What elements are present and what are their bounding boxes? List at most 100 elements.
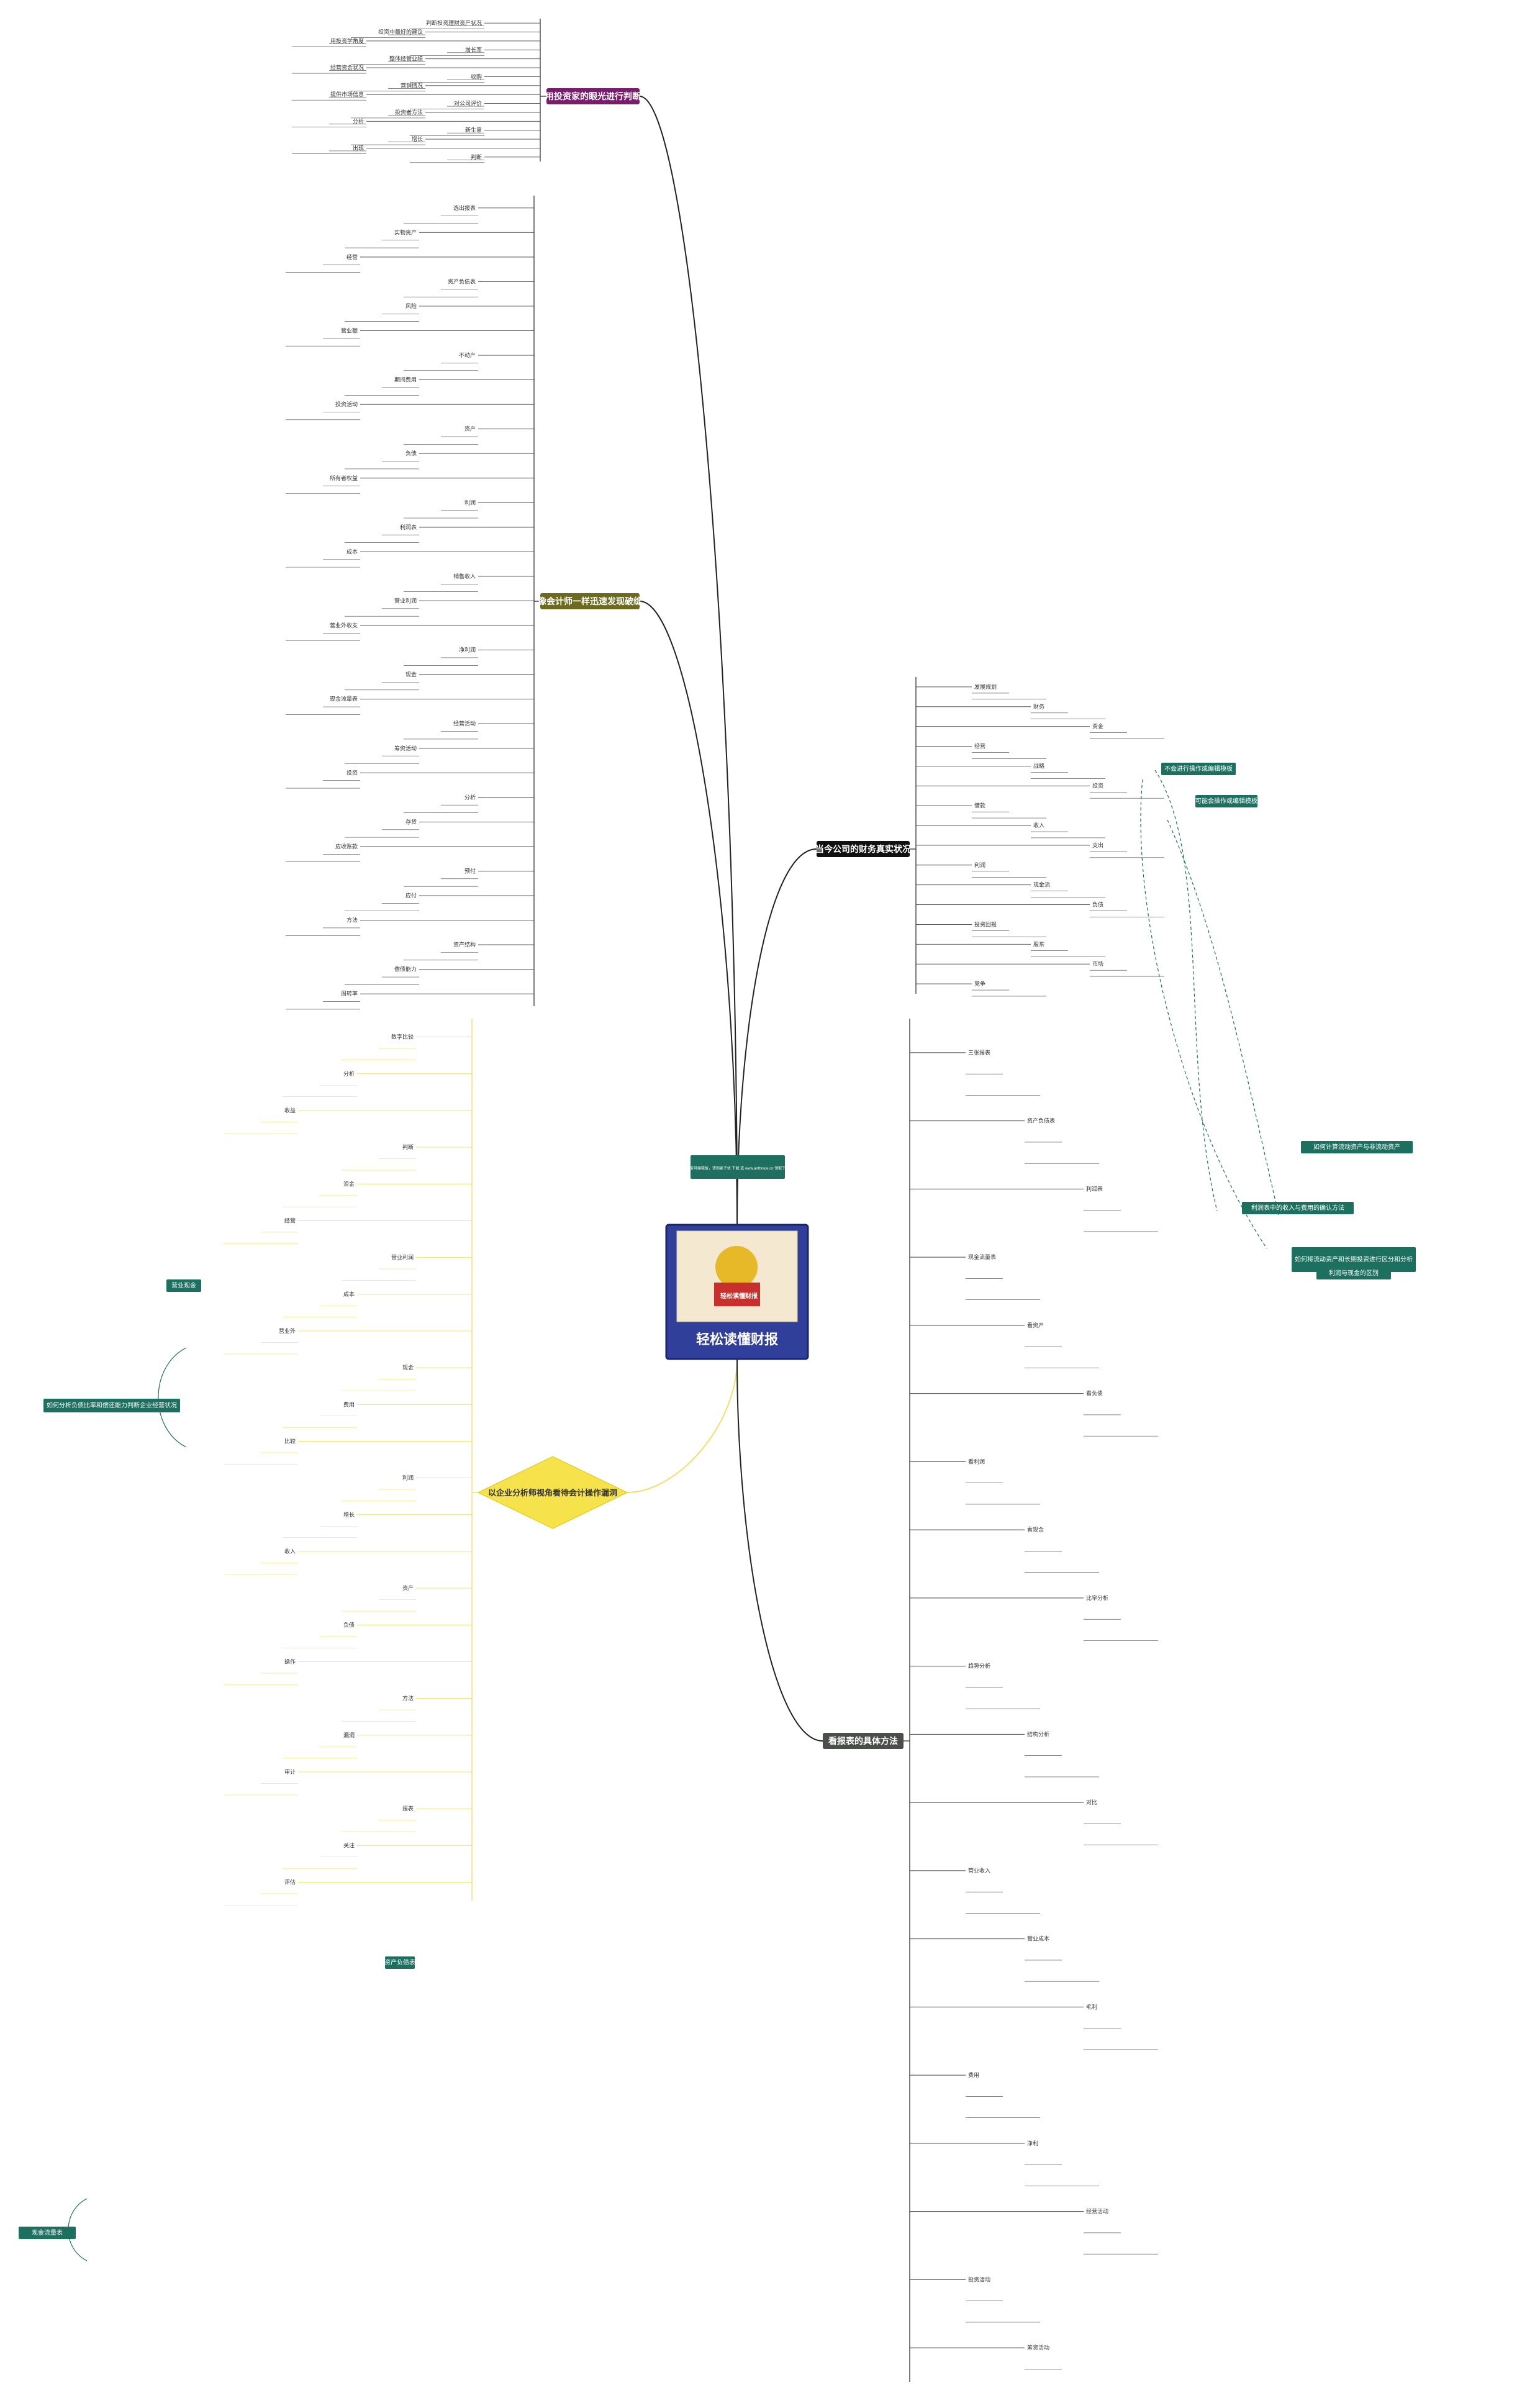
- branch-b4[interactable]: 以企业分析师视角看待会计操作漏洞: [477, 1456, 628, 1529]
- leaf-node[interactable]: 借款: [974, 802, 985, 809]
- note-callout[interactable]: 不会进行操作或编辑模板: [1161, 763, 1236, 775]
- leaf-node[interactable]: 现金流: [1033, 881, 1050, 888]
- leaf-node[interactable]: 现金: [402, 1364, 414, 1371]
- leaf-node[interactable]: 筹资活动: [1027, 2344, 1049, 2351]
- leaf-node[interactable]: 营业成本: [1027, 1935, 1049, 1942]
- note-callout[interactable]: 利润与现金的区别: [1316, 1267, 1391, 1279]
- leaf-node[interactable]: 增长率: [465, 46, 482, 53]
- leaf-node[interactable]: 判断: [471, 153, 482, 160]
- leaf-node[interactable]: 存货: [405, 818, 417, 825]
- leaf-node[interactable]: 收入: [1033, 822, 1044, 829]
- leaf-node[interactable]: 经营: [974, 743, 985, 750]
- leaf-node[interactable]: 净利: [1027, 2140, 1038, 2146]
- leaf-node[interactable]: 方法: [402, 1695, 414, 1702]
- leaf-node[interactable]: 负债: [1092, 901, 1103, 908]
- leaf-node[interactable]: 漏洞: [343, 1732, 355, 1738]
- leaf-node[interactable]: 现金流量表: [330, 696, 358, 702]
- leaf-node[interactable]: 市场: [1092, 960, 1103, 967]
- branch-b2[interactable]: 像会计师一样迅速发现破绽: [538, 593, 643, 609]
- leaf-node[interactable]: 预付: [464, 868, 476, 874]
- leaf-node[interactable]: 操作: [284, 1658, 296, 1665]
- leaf-node[interactable]: 三张报表: [968, 1049, 990, 1056]
- leaf-node[interactable]: 现金: [405, 671, 417, 678]
- leaf-node[interactable]: 投资活动: [335, 401, 358, 407]
- leaf-node[interactable]: 数字比较: [391, 1034, 414, 1040]
- leaf-node[interactable]: 营业额: [341, 327, 358, 334]
- leaf-node[interactable]: 看现金: [1027, 1526, 1044, 1533]
- leaf-node[interactable]: 方法: [346, 917, 358, 924]
- leaf-node[interactable]: 负债: [343, 1621, 355, 1628]
- note-callout[interactable]: 营业现金: [166, 1279, 201, 1292]
- leaf-node[interactable]: 资产: [464, 425, 476, 432]
- leaf-node[interactable]: 看资产: [1027, 1322, 1044, 1329]
- leaf-node[interactable]: 投资: [1092, 782, 1103, 789]
- leaf-node[interactable]: 所有者权益: [330, 475, 358, 481]
- note-callout[interactable]: 现金流量表: [19, 2227, 76, 2239]
- note-callout[interactable]: 如何将流动资产和长期投资进行区分和分析: [1292, 1247, 1416, 1272]
- leaf-node[interactable]: 应收账款: [335, 843, 358, 850]
- leaf-node[interactable]: 投资活动: [968, 2276, 990, 2283]
- leaf-node[interactable]: 经营活动: [1086, 2208, 1108, 2215]
- leaf-node[interactable]: 收购: [471, 73, 482, 80]
- leaf-node[interactable]: 经营活动: [453, 720, 476, 727]
- leaf-node[interactable]: 趋势分析: [968, 1663, 990, 1670]
- leaf-node[interactable]: 营销情况: [401, 82, 423, 89]
- leaf-node[interactable]: 利润: [974, 861, 985, 868]
- leaf-node[interactable]: 对公司评价: [454, 100, 482, 107]
- leaf-node[interactable]: 收入: [284, 1548, 296, 1555]
- note-callout[interactable]: 如何计算流动资产与非流动资产: [1301, 1141, 1413, 1153]
- leaf-node[interactable]: 用投资学角度: [330, 37, 364, 44]
- leaf-node[interactable]: 结构分析: [1027, 1730, 1049, 1737]
- leaf-node[interactable]: 经营: [284, 1217, 296, 1224]
- leaf-node[interactable]: 新生意: [465, 127, 482, 134]
- leaf-node[interactable]: 比较: [284, 1437, 296, 1444]
- leaf-node[interactable]: 现金流量表: [968, 1253, 996, 1260]
- leaf-node[interactable]: 竞争: [974, 980, 985, 987]
- leaf-node[interactable]: 资产负债表: [1027, 1117, 1055, 1124]
- leaf-node[interactable]: 费用: [343, 1401, 355, 1407]
- leaf-node[interactable]: 周转率: [341, 990, 358, 997]
- leaf-node[interactable]: 比率分析: [1086, 1594, 1108, 1601]
- leaf-node[interactable]: 营业收入: [968, 1867, 990, 1874]
- note-callout[interactable]: 资产负债表: [384, 1956, 415, 1969]
- leaf-node[interactable]: 销售收入: [453, 573, 476, 579]
- note-callout[interactable]: 如何分析负债比率和偿还能力判断企业经营状况: [43, 1399, 180, 1412]
- branch-b1[interactable]: 用投资家的眼光进行判断: [545, 88, 641, 104]
- leaf-node[interactable]: 判断: [402, 1143, 414, 1150]
- leaf-node[interactable]: 整体经营业绩: [389, 55, 423, 62]
- leaf-node[interactable]: 营业利润: [394, 597, 417, 604]
- leaf-node[interactable]: 资产: [402, 1584, 414, 1591]
- leaf-node[interactable]: 看利润: [968, 1458, 985, 1465]
- leaf-node[interactable]: 发展规划: [974, 683, 997, 690]
- leaf-node[interactable]: 投资中最好的建议: [378, 29, 423, 35]
- leaf-node[interactable]: 投资回报: [974, 920, 997, 927]
- leaf-node[interactable]: 经营资金状况: [330, 64, 364, 71]
- leaf-node[interactable]: 筹资活动: [394, 745, 417, 752]
- leaf-node[interactable]: 增长: [343, 1511, 355, 1518]
- branch-b5[interactable]: 看报表的具体方法: [823, 1733, 904, 1749]
- leaf-node[interactable]: 利润表: [1086, 1185, 1103, 1192]
- leaf-node[interactable]: 分析: [343, 1070, 355, 1077]
- leaf-node[interactable]: 出现: [353, 144, 364, 151]
- leaf-node[interactable]: 提供市场信息: [330, 91, 364, 98]
- leaf-node[interactable]: 经营: [346, 253, 358, 260]
- leaf-node[interactable]: 偿债能力: [394, 966, 417, 973]
- leaf-node[interactable]: 资产结构: [453, 941, 476, 948]
- leaf-node[interactable]: 对比: [1086, 1799, 1097, 1806]
- leaf-node[interactable]: 营业外收支: [330, 622, 358, 629]
- leaf-node[interactable]: 股东: [1033, 940, 1044, 947]
- leaf-node[interactable]: 利润: [402, 1474, 414, 1481]
- leaf-node[interactable]: 利润: [464, 499, 476, 506]
- note-callout[interactable]: 利润表中的收入与费用的确认方法: [1242, 1202, 1354, 1214]
- leaf-node[interactable]: 报表: [402, 1805, 414, 1812]
- leaf-node[interactable]: 成本: [346, 548, 358, 555]
- leaf-node[interactable]: 支出: [1092, 842, 1103, 848]
- leaf-node[interactable]: 增长: [412, 135, 423, 142]
- leaf-node[interactable]: 战略: [1033, 762, 1044, 769]
- leaf-node[interactable]: 资金: [343, 1180, 355, 1187]
- branch-b3[interactable]: 当今公司的财务真实状况: [815, 841, 911, 857]
- leaf-node[interactable]: 选出报表: [453, 204, 476, 211]
- leaf-node[interactable]: 关注: [343, 1842, 355, 1848]
- leaf-node[interactable]: 投资: [346, 769, 358, 776]
- leaf-node[interactable]: 毛利: [1086, 2003, 1097, 2010]
